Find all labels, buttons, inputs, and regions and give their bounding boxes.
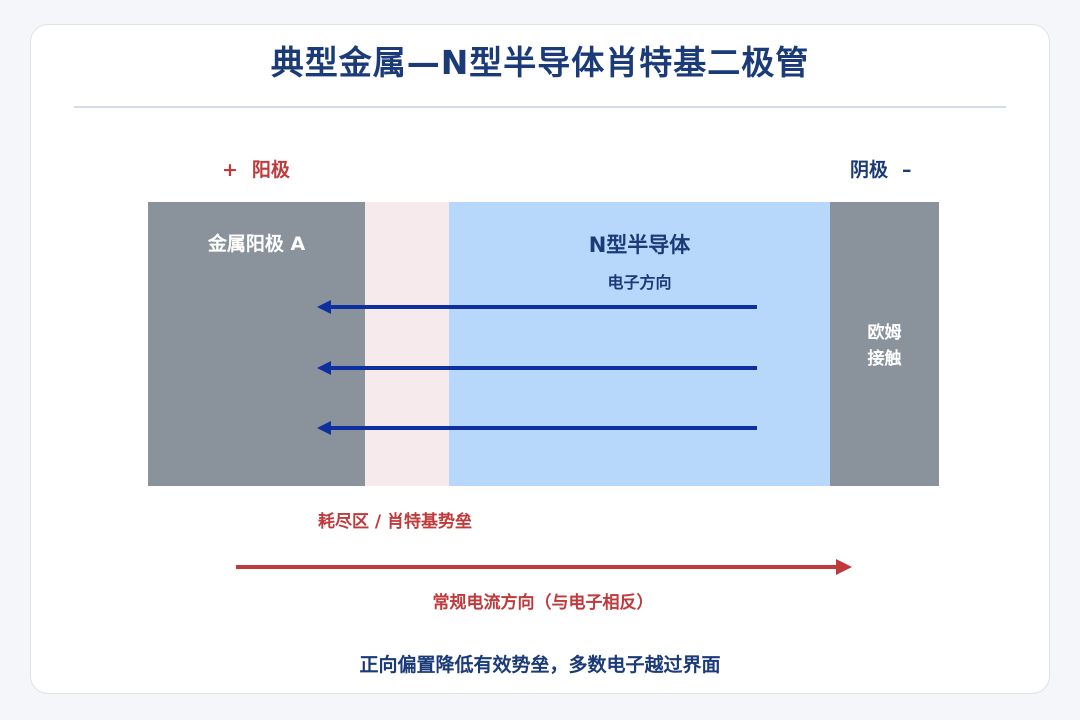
metal-anode-label: 金属阳极 A	[207, 233, 306, 255]
electron-arrow-2	[317, 361, 757, 375]
depletion-region	[365, 202, 449, 486]
diagram-title: 典型金属—N型半导体肖特基二极管	[270, 43, 810, 82]
title-divider	[74, 106, 1006, 108]
anode-label: 阳极	[251, 159, 290, 181]
ohmic-contact-region	[830, 202, 939, 486]
electron-direction-label: 电子方向	[607, 273, 672, 292]
cathode-terminal: 阴极–	[850, 155, 912, 182]
ohmic-contact-label: 欧姆 接触	[830, 320, 939, 372]
anode-terminal: + 阳极	[222, 155, 290, 182]
forward-bias-note: 正向偏置降低有效势垒，多数电子越过界面	[359, 654, 721, 676]
ohmic-label-line1: 欧姆	[867, 323, 902, 343]
electron-arrow-1	[317, 300, 757, 314]
depletion-region-label: 耗尽区 / 肖特基势垒	[318, 512, 473, 532]
ohmic-label-line2: 接触	[867, 349, 902, 369]
cathode-label: 阴极	[850, 159, 889, 181]
n-semiconductor-region	[449, 202, 830, 486]
current-arrow	[236, 559, 852, 575]
electron-arrow-3	[317, 421, 757, 435]
plus-sign: +	[222, 159, 238, 181]
minus-sign: –	[902, 159, 912, 181]
n-semiconductor-label: N型半导体	[588, 233, 691, 257]
current-direction-label: 常规电流方向（与电子相反）	[432, 593, 654, 613]
metal-anode-region	[148, 202, 365, 486]
